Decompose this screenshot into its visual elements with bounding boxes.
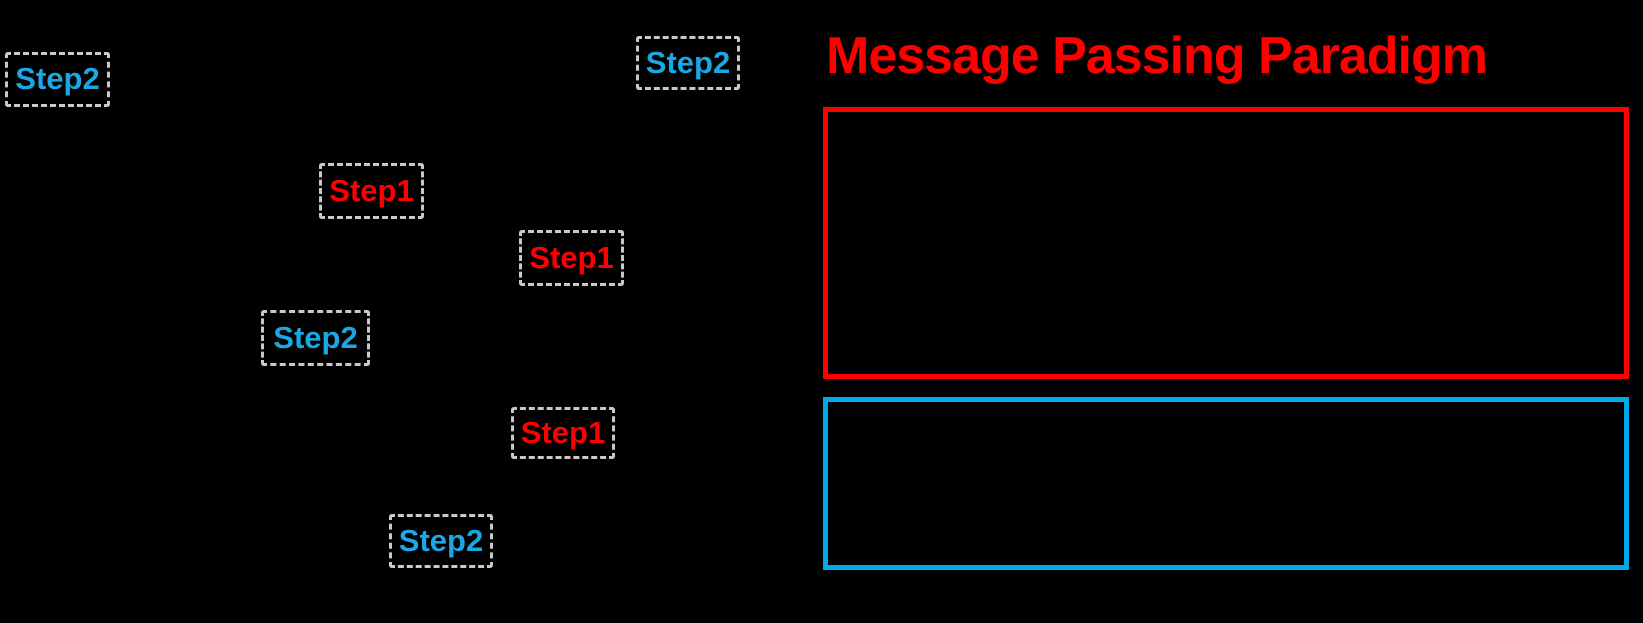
page-title: Message Passing Paradigm xyxy=(826,27,1488,85)
step-box-step2: Step2 xyxy=(5,52,110,107)
step-label: Step1 xyxy=(520,414,606,450)
step2-panel xyxy=(823,397,1629,570)
step-box-step1: Step1 xyxy=(519,230,624,286)
step-box-step1: Step1 xyxy=(319,163,424,219)
step-label: Step2 xyxy=(273,319,358,355)
step-label: Step2 xyxy=(645,44,731,80)
step-label: Step2 xyxy=(15,61,100,96)
step-label: Step2 xyxy=(398,522,484,558)
step-label: Step1 xyxy=(529,239,614,275)
step-box-step2: Step2 xyxy=(261,310,370,366)
step-box-step2: Step2 xyxy=(636,36,740,90)
step1-panel xyxy=(823,107,1629,379)
step-box-step1: Step1 xyxy=(511,407,615,459)
step-label: Step1 xyxy=(329,172,414,208)
step-box-step2: Step2 xyxy=(389,514,493,568)
